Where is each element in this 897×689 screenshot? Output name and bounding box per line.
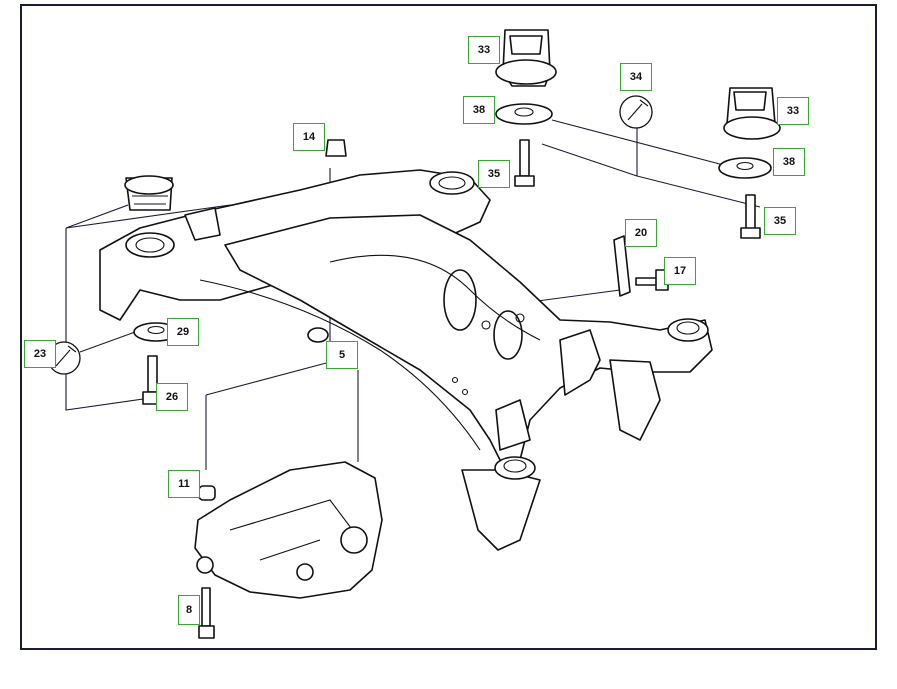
callout-17[interactable]: 17 (664, 257, 696, 285)
callout-35-right[interactable]: 35 (764, 207, 796, 235)
callout-23[interactable]: 23 (24, 340, 56, 368)
callout-5[interactable]: 5 (326, 341, 358, 369)
callout-35-left[interactable]: 35 (478, 160, 510, 188)
callout-26[interactable]: 26 (156, 383, 188, 411)
callout-14[interactable]: 14 (293, 123, 325, 151)
subframe (99, 169, 713, 551)
wrench-icon (619, 95, 653, 129)
callout-38-left[interactable]: 38 (463, 96, 495, 124)
callout-8[interactable]: 8 (178, 595, 200, 625)
callout-33-right[interactable]: 33 (777, 97, 809, 125)
differential-housing (194, 461, 383, 599)
callout-33-top[interactable]: 33 (468, 36, 500, 64)
callout-38-right[interactable]: 38 (773, 148, 805, 176)
callout-29[interactable]: 29 (167, 318, 199, 346)
callout-20[interactable]: 20 (625, 219, 657, 247)
callout-11[interactable]: 11 (168, 470, 200, 498)
wrench-icon (47, 341, 81, 375)
callout-34[interactable]: 34 (620, 63, 652, 91)
leader-lines (65, 119, 761, 470)
